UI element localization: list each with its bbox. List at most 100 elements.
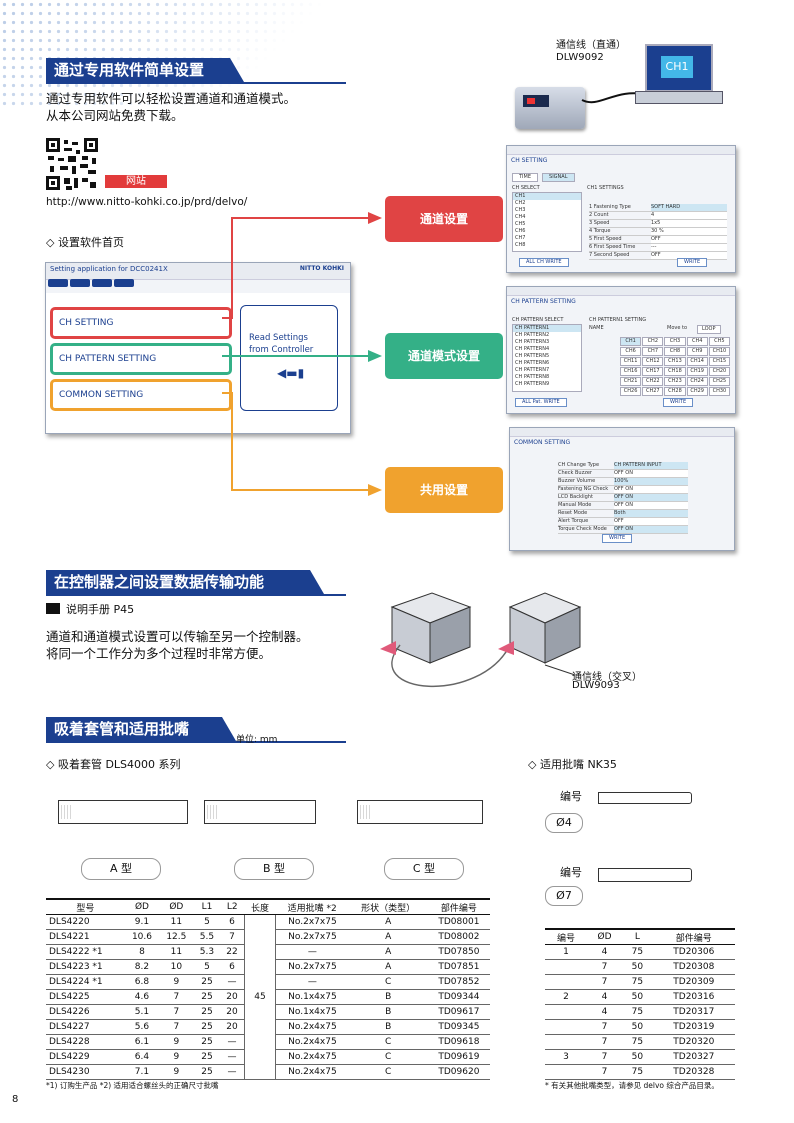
list-item[interactable]: CH PATTERN2	[515, 332, 550, 338]
ch-pattern-setting-button[interactable]: CH PATTERN SETTING	[50, 343, 232, 375]
ch-grid-cell[interactable]: CH18	[664, 367, 686, 376]
win2-write-button[interactable]: WRITE	[663, 398, 694, 407]
table-cell: TD09619	[427, 1049, 490, 1065]
ch-grid-cell[interactable]: CH20	[708, 367, 730, 376]
common-setting-button[interactable]: COMMON SETTING	[50, 379, 232, 411]
setting-value[interactable]: ---	[651, 244, 727, 251]
setting-value[interactable]: OFF	[651, 252, 727, 259]
win3-write-button[interactable]: WRITE	[602, 534, 633, 543]
setting-value[interactable]: 100%	[614, 478, 688, 485]
list-item[interactable]: CH8	[515, 242, 526, 248]
ch-grid-cell[interactable]: CH26	[620, 387, 642, 396]
setting-value[interactable]: CH PATTERN INPUT	[614, 462, 688, 469]
ch-grid-cell[interactable]: CH1	[620, 337, 642, 346]
setting-value[interactable]: OFF ON	[614, 526, 688, 533]
setting-value[interactable]: 1x5	[651, 220, 727, 227]
toolbar-button-2[interactable]	[70, 279, 90, 287]
setting-value[interactable]: 30 %	[651, 228, 727, 235]
list-item[interactable]: CH PATTERN4	[515, 346, 550, 352]
column-header: 编号	[545, 928, 588, 945]
list-item[interactable]: CH2	[515, 200, 526, 206]
list-item[interactable]: CH6	[515, 228, 526, 234]
table-cell: TD07851	[427, 959, 490, 975]
setting-value[interactable]: SOFT HARD	[651, 204, 727, 211]
table-cell: DLS4226	[46, 1004, 125, 1020]
ch-grid-cell[interactable]: CH9	[686, 347, 708, 356]
ch-grid-cell[interactable]: CH30	[708, 387, 730, 396]
ch-grid-cell[interactable]: CH3	[664, 337, 686, 346]
ch-grid-cell[interactable]: CH6	[620, 347, 642, 356]
ch-grid-cell[interactable]: CH12	[642, 357, 664, 366]
ch-grid-cell[interactable]: CH10	[708, 347, 730, 356]
ch-grid-cell[interactable]: CH28	[664, 387, 686, 396]
table-cell: A	[348, 929, 428, 945]
list-item[interactable]: CH PATTERN1	[513, 325, 581, 332]
ch-grid-cell[interactable]: CH15	[708, 357, 730, 366]
win1-tab-signal[interactable]: SIGNAL	[542, 173, 575, 182]
ch-grid-cell[interactable]: CH25	[708, 377, 730, 386]
setting-value[interactable]: OFF	[614, 518, 688, 525]
list-item[interactable]: CH4	[515, 214, 526, 220]
ch-grid-cell[interactable]: CH13	[664, 357, 686, 366]
pc-keyboard	[635, 91, 723, 104]
read-settings-button[interactable]: Read Settings from Controller ◀▬▮	[240, 305, 338, 411]
win1-tab-time[interactable]: TIME	[512, 173, 539, 182]
toolbar-button-1[interactable]	[48, 279, 68, 287]
table-cell: 11	[159, 944, 194, 960]
list-item[interactable]: CH3	[515, 207, 526, 213]
ch-grid-cell[interactable]: CH17	[642, 367, 664, 376]
win1-write-button[interactable]: WRITE	[677, 258, 708, 267]
setting-value[interactable]: OFF	[651, 236, 727, 243]
table-cell: 75	[622, 974, 653, 990]
list-item[interactable]: CH5	[515, 221, 526, 227]
gear-icon[interactable]	[114, 279, 134, 287]
tag-ch-setting: 通道设置	[385, 196, 503, 242]
win2-loop-select[interactable]: LOOP	[697, 325, 721, 334]
list-item[interactable]: CH PATTERN6	[515, 360, 550, 366]
win1-ch-list[interactable]: CH1 CH2 CH3 CH4 CH5 CH6 CH7 CH8	[512, 192, 582, 252]
read-settings-label: Read Settings from Controller	[249, 333, 314, 355]
list-item[interactable]: CH PATTERN7	[515, 367, 550, 373]
list-item[interactable]: CH1	[513, 193, 581, 200]
list-item[interactable]: CH PATTERN8	[515, 374, 550, 380]
ch-grid-cell[interactable]: CH2	[642, 337, 664, 346]
list-item[interactable]: CH PATTERN3	[515, 339, 550, 345]
list-item[interactable]: CH PATTERN9	[515, 381, 550, 387]
ch-grid-cell[interactable]: CH27	[642, 387, 664, 396]
ch-setting-button[interactable]: CH SETTING	[50, 307, 232, 339]
ch-grid-cell[interactable]: CH11	[620, 357, 642, 366]
website-url[interactable]: http://www.nitto-kohki.co.jp/prd/delvo/	[46, 196, 248, 208]
win2-all-write-button[interactable]: ALL Pat. WRITE	[515, 398, 567, 407]
table-cell	[545, 1019, 588, 1035]
ch-grid-cell[interactable]: CH24	[686, 377, 708, 386]
ch-grid-cell[interactable]: CH14	[686, 357, 708, 366]
setting-value[interactable]: OFF ON	[614, 470, 688, 477]
setting-value[interactable]: Both	[614, 510, 688, 517]
ch-grid-cell[interactable]: CH29	[686, 387, 708, 396]
table-cell: B	[348, 1019, 428, 1035]
win2-pattern-list[interactable]: CH PATTERN1 CH PATTERN2 CH PATTERN3 CH P…	[512, 324, 582, 392]
setting-value[interactable]: OFF ON	[614, 486, 688, 493]
toolbar-button-3[interactable]	[92, 279, 112, 287]
ch-grid-cell[interactable]: CH8	[664, 347, 686, 356]
list-item[interactable]: CH PATTERN5	[515, 353, 550, 359]
ch-grid-cell[interactable]: CH16	[620, 367, 642, 376]
ch-grid-cell[interactable]: CH19	[686, 367, 708, 376]
ch-grid-cell[interactable]: CH21	[620, 377, 642, 386]
section1-rule	[46, 82, 346, 84]
table-cell: 6.1	[124, 1034, 160, 1050]
ch-grid-cell[interactable]: CH23	[664, 377, 686, 386]
ch-grid-cell[interactable]: CH22	[642, 377, 664, 386]
list-item[interactable]: CH7	[515, 235, 526, 241]
setting-value[interactable]: 4	[651, 212, 727, 219]
ch-grid-cell[interactable]: CH4	[686, 337, 708, 346]
ch-grid-cell[interactable]: CH5	[708, 337, 730, 346]
win1-all-write-button[interactable]: ALL CH WRITE	[519, 258, 569, 267]
setting-value[interactable]: OFF ON	[614, 502, 688, 509]
table-cell: —	[220, 1049, 245, 1065]
ch-grid-cell[interactable]: CH7	[642, 347, 664, 356]
setting-value[interactable]: OFF ON	[614, 494, 688, 501]
